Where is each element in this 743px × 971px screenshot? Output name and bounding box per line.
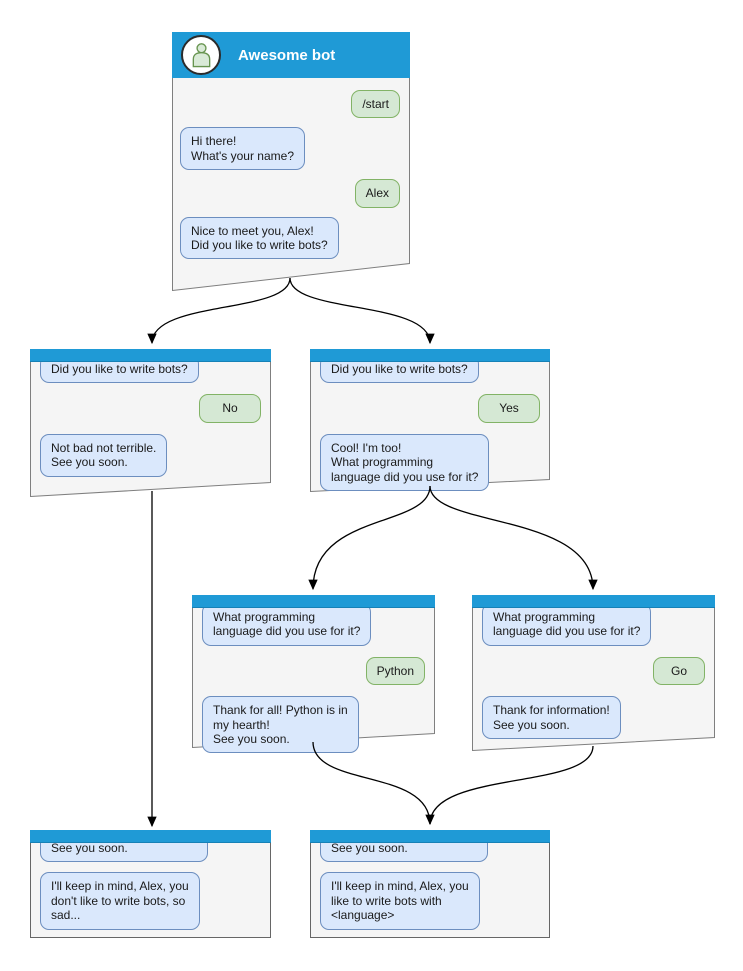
- chat-node-end-no: See you soon. I'll keep in mind, Alex, y…: [30, 830, 271, 938]
- chat-node-python-branch: What programming language did you use fo…: [192, 595, 435, 754]
- user-message-bubble: Alex: [354, 179, 400, 208]
- bot-message-bubble: I'll keep in mind, Alex, you like to wri…: [320, 872, 480, 930]
- user-message-bubble: /start: [351, 90, 400, 119]
- bot-message-bubble: Not bad not terrible. See you soon.: [40, 433, 168, 477]
- person-icon: [192, 43, 210, 68]
- edge-yes-to-go: [429, 485, 598, 591]
- chat-header: [310, 349, 550, 362]
- chat-header: [30, 830, 271, 843]
- bot-message-bubble: What programming language did you use fo…: [202, 603, 372, 646]
- bot-message-bubble: Cool! I'm too! What programming language…: [320, 433, 490, 491]
- bot-message-bubble: Nice to meet you, Alex! Did you like to …: [180, 216, 339, 260]
- edge-go-to-end: [429, 745, 594, 825]
- chat-node-go-branch: What programming language did you use fo…: [472, 595, 715, 751]
- chat-header: Awesome bot: [172, 32, 410, 78]
- chat-node-no-branch: Did you like to write bots? No Not bad n…: [30, 349, 271, 497]
- user-message-bubble: Python: [365, 656, 425, 686]
- bot-message-bubble: What programming language did you use fo…: [482, 603, 652, 646]
- bot-message-bubble: I'll keep in mind, Alex, you don't like …: [40, 872, 200, 930]
- chat-header: [192, 595, 435, 608]
- chat-header: [472, 595, 715, 608]
- user-message-bubble: Yes: [478, 394, 540, 423]
- chat-header: [30, 349, 271, 362]
- user-message-bubble: Go: [653, 656, 705, 686]
- bot-message-bubble: Hi there! What's your name?: [180, 127, 306, 171]
- avatar: [181, 35, 221, 75]
- user-message-bubble: No: [199, 394, 261, 423]
- bot-title: Awesome bot: [238, 46, 336, 64]
- chat-node-root: Awesome bot /start Hi there! What's your…: [172, 32, 410, 291]
- bot-message-bubble: Thank for all! Python is in my hearth! S…: [202, 696, 359, 754]
- chat-header: [310, 830, 550, 843]
- edge-yes-to-python: [308, 485, 431, 591]
- bot-message-bubble: Thank for information! See you soon.: [482, 696, 621, 739]
- edge-python-to-end: [312, 741, 435, 826]
- chat-node-yes-branch: Did you like to write bots? Yes Cool! I'…: [310, 349, 550, 492]
- chat-node-end-yes: See you soon. I'll keep in mind, Alex, y…: [310, 830, 550, 938]
